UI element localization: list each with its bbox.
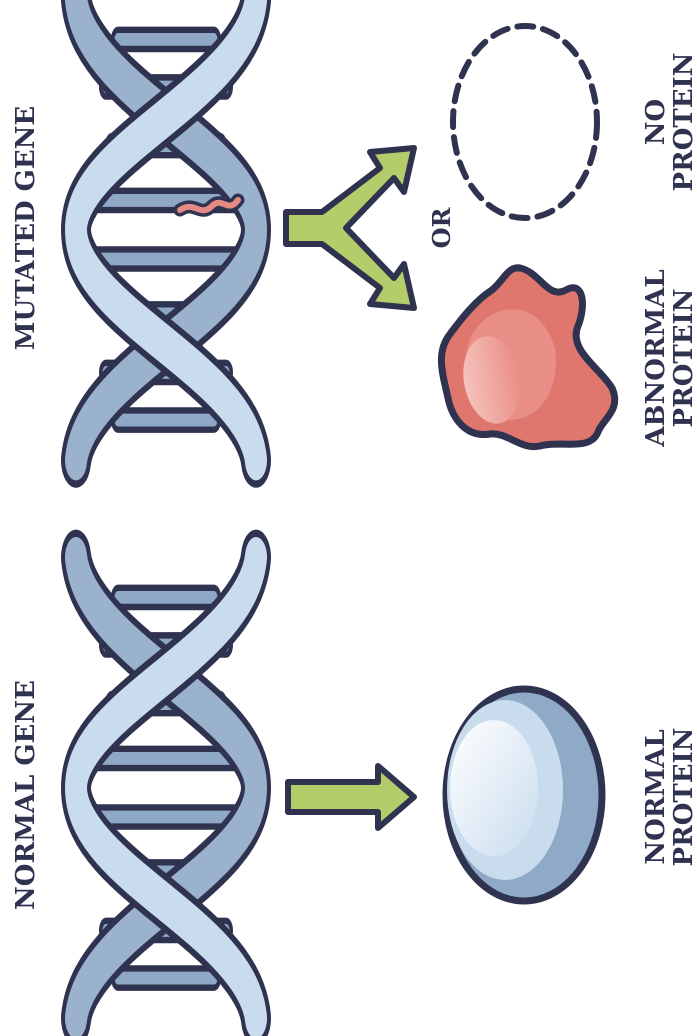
normal-gene-label: NORMAL GENE	[11, 680, 41, 910]
abnormal-protein-icon	[441, 268, 614, 447]
split-arrow-icon	[286, 148, 414, 308]
no-protein-icon	[453, 26, 597, 218]
normal-protein-icon	[446, 689, 602, 901]
normal-dna-icon	[76, 557, 256, 1018]
abnormal-protein-label-line1: ABNORMAL	[641, 269, 671, 447]
mutation-mark-icon	[180, 200, 238, 210]
normal-right-arrow-icon	[288, 766, 414, 828]
normal-protein-label-line2: PROTEIN	[669, 728, 697, 867]
no-protein-label-line2: PROTEIN	[669, 53, 697, 192]
normal-protein-label-line1: NORMAL	[641, 729, 671, 864]
mutated-dna-icon	[76, 0, 256, 460]
or-label: OR	[427, 207, 456, 249]
abnormal-protein-label-line2: PROTEIN	[669, 289, 697, 428]
no-protein-label-line1: NO	[641, 99, 671, 145]
mutated-gene-label: MUTATED GENE	[11, 106, 41, 351]
